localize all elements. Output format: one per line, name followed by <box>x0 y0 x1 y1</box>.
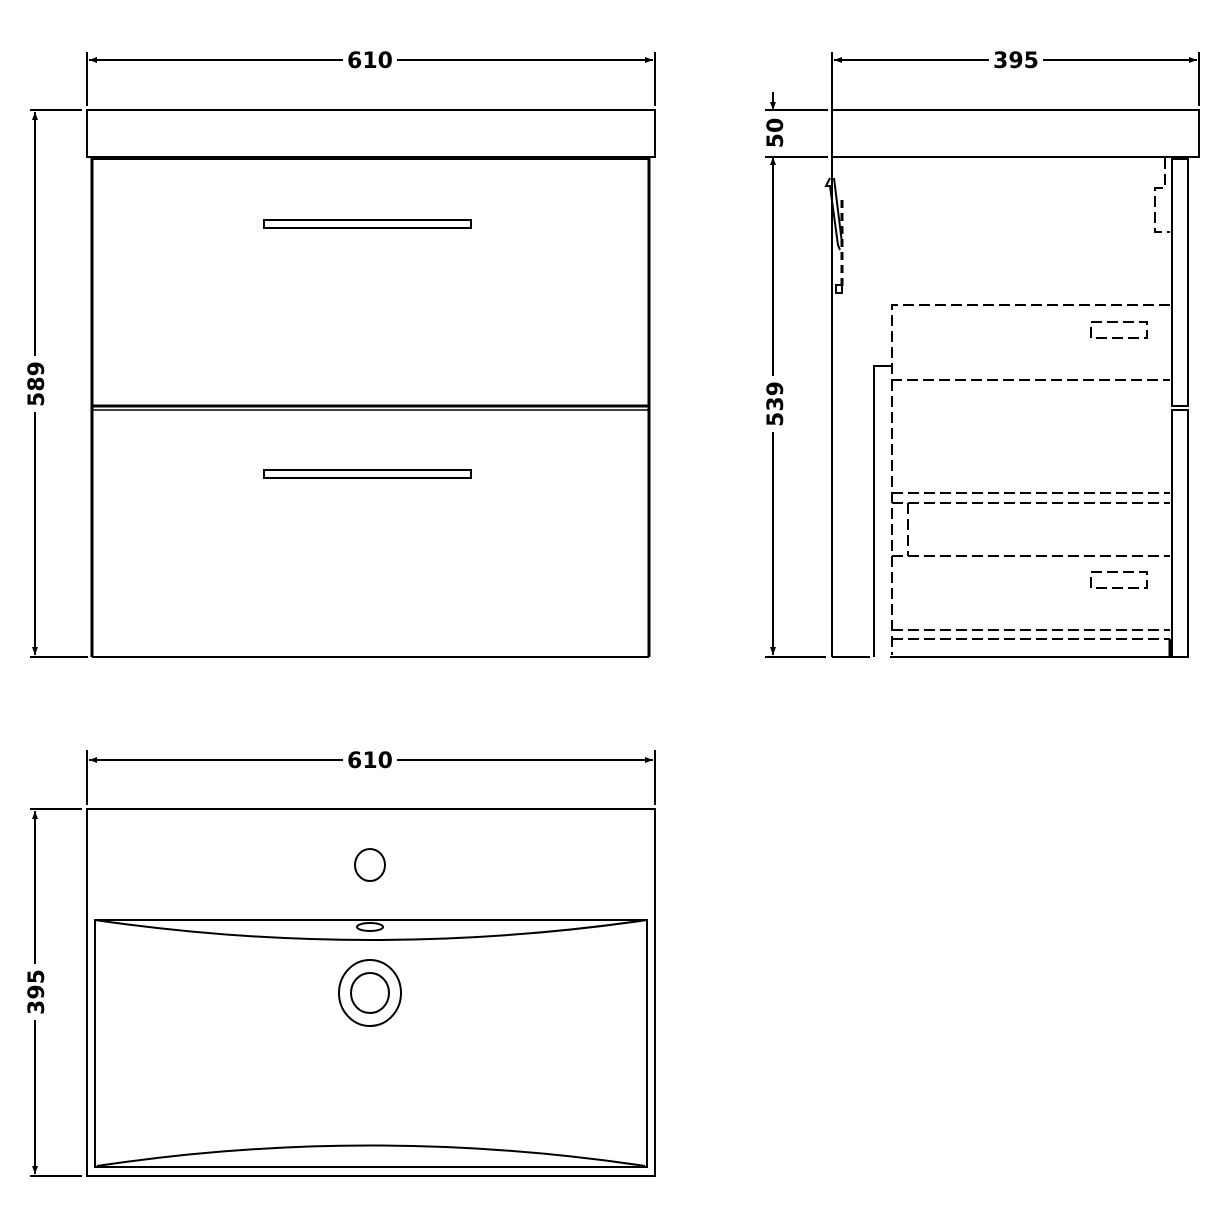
drawer-handle-bottom <box>263 469 472 479</box>
front-view: 610 589 <box>20 46 656 658</box>
plan-depth-dimension: 395 <box>20 808 82 1177</box>
bowl-back-curve <box>94 919 648 941</box>
front-height-dimension: 589 <box>20 109 88 658</box>
drawer-handle-top <box>263 219 472 229</box>
side-depth-label: 395 <box>993 49 1039 74</box>
side-view: 395 50 539 <box>760 46 1200 658</box>
upper-drawer-handle-hidden <box>1090 321 1148 339</box>
tap-hole-icon <box>354 848 386 882</box>
overflow-icon <box>356 922 384 932</box>
front-height-label: 589 <box>25 361 50 407</box>
wall-hanger-icon <box>824 177 843 251</box>
basin-bowl <box>94 919 648 1168</box>
side-carcass-height-dimension: 539 <box>760 175 826 658</box>
side-depth-dimension: 395 <box>831 46 1200 106</box>
bowl-front-curve <box>96 1144 646 1167</box>
basin-outline <box>86 808 656 1177</box>
waste-outer-ring-icon <box>338 959 402 1027</box>
basin-top-slab <box>86 109 656 158</box>
plan-width-label: 610 <box>347 749 393 774</box>
plan-depth-label: 395 <box>25 969 50 1015</box>
front-width-dimension: 610 <box>86 46 656 106</box>
side-front-panel-top <box>1171 158 1189 407</box>
side-top-thickness-dimension: 50 <box>762 92 828 175</box>
waste-inner-icon <box>350 972 390 1014</box>
plan-view: 610 395 <box>20 746 656 1177</box>
side-front-panel-bottom <box>1171 409 1189 658</box>
side-top-slab <box>831 109 1200 158</box>
plan-width-dimension: 610 <box>86 746 656 805</box>
side-carcass-height-label: 539 <box>764 381 789 427</box>
front-width-label: 610 <box>347 49 393 74</box>
lower-drawer-handle-hidden <box>1090 571 1148 589</box>
side-top-thickness-label: 50 <box>764 118 789 149</box>
